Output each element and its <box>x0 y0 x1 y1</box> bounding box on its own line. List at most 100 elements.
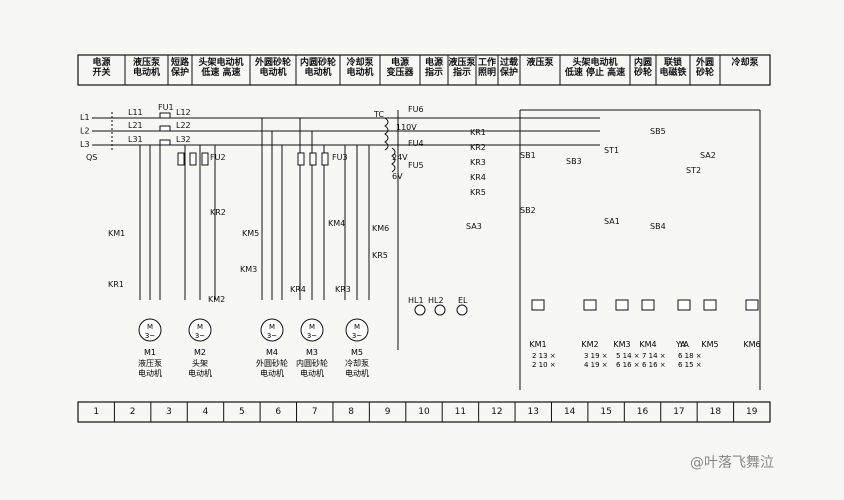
column-number: 19 <box>746 407 758 417</box>
device-label: SB1 <box>520 151 536 160</box>
watermark: @叶落飞舞泣 <box>690 455 774 471</box>
column-number: 14 <box>563 407 576 417</box>
device-label: SB2 <box>520 206 536 215</box>
motor-label: 电动机 <box>138 368 162 378</box>
column-number: 18 <box>709 407 722 417</box>
l22-label: L22 <box>176 121 191 130</box>
qs-label: QS <box>86 153 97 162</box>
motor-symbol-text: M <box>354 323 360 331</box>
device-label: FU6 <box>408 105 424 114</box>
header-cell: 液压泵 <box>526 58 554 68</box>
header-cell: 内圆 砂轮 <box>633 58 652 78</box>
device-label: KR3 <box>470 158 486 167</box>
column-number: 5 <box>239 407 245 417</box>
header-cell: 冷却泵 电动机 <box>346 58 374 78</box>
fu2-label: FU2 <box>210 153 226 162</box>
device-label: SB3 <box>566 157 582 166</box>
contact-reference: 4 19 × <box>584 361 608 369</box>
l21-label: L21 <box>128 121 143 130</box>
column-number: 4 <box>202 407 209 417</box>
header-cell: 头架电动机 低速 高速 <box>198 58 244 78</box>
column-number: 8 <box>348 407 354 417</box>
column-number: 7 <box>311 407 318 417</box>
device-label: KR3 <box>335 285 351 294</box>
device-label: KR2 <box>210 208 226 217</box>
motor-symbol <box>260 318 284 342</box>
device-label: KM4 <box>328 219 345 228</box>
header-cell: 冷却泵 <box>731 58 759 68</box>
motor-symbol <box>300 318 324 342</box>
contact-reference: 3 19 × <box>584 352 608 360</box>
motor-label: M5 <box>351 348 363 357</box>
device-label: YA <box>675 340 686 349</box>
motor-label: 电动机 <box>188 368 212 378</box>
header-cell: 过载 保护 <box>499 58 518 78</box>
motor-label: 液压泵 <box>138 358 162 368</box>
device-label: SA2 <box>700 151 716 160</box>
header-cell: 液压泵 指示 <box>448 58 476 78</box>
motor-symbol-text: 3~ <box>267 332 277 340</box>
fu1-label: FU1 <box>158 103 174 112</box>
coil-label: KM3 <box>613 340 630 349</box>
header-cell: 液压泵 电动机 <box>132 58 160 78</box>
column-number: 2 <box>129 407 136 417</box>
contact-reference: 6 15 × <box>678 361 702 369</box>
device-label: KR4 <box>290 285 306 294</box>
indicator-lamps <box>414 304 468 316</box>
column-number: 9 <box>384 407 391 417</box>
contact-reference: 6 16 × <box>616 361 640 369</box>
motor-symbol <box>138 318 162 342</box>
motor-label: M1 <box>144 348 156 357</box>
power-line-label: L2 <box>80 127 90 136</box>
device-label: KM3 <box>240 265 257 274</box>
header-cell: 工作 照明 <box>477 58 496 78</box>
column-number: 1 <box>93 407 100 417</box>
motor-symbol <box>345 318 369 342</box>
motor-label: M2 <box>194 348 206 357</box>
motor-label: 电动机 <box>345 368 369 378</box>
device-label: EL <box>458 296 468 305</box>
motor-symbol-text: M <box>147 323 153 331</box>
motor-label: 冷却泵 <box>345 358 369 368</box>
relay-coil <box>583 299 597 311</box>
header-cell: 内圆砂轮 电动机 <box>299 58 336 78</box>
device-label: KR5 <box>470 188 486 197</box>
header-cell: 头架电动机 低速 停止 高速 <box>564 58 626 78</box>
device-label: SB4 <box>650 222 666 231</box>
device-label: TC <box>373 110 384 119</box>
device-label: 110V <box>396 123 417 132</box>
column-number: 16 <box>636 407 649 417</box>
device-label: KM6 <box>372 224 389 233</box>
l31-label: L31 <box>128 135 143 144</box>
l12-label: L12 <box>176 108 191 117</box>
motor-label: 外圆砂轮 <box>256 358 288 368</box>
l11-label: L11 <box>128 108 143 117</box>
column-number: 11 <box>454 407 467 417</box>
contact-reference: 7 14 × <box>642 352 666 360</box>
device-label: FU4 <box>408 139 424 148</box>
motor-symbol-text: 3~ <box>145 332 155 340</box>
device-label: SA3 <box>466 222 482 231</box>
column-number: 3 <box>166 407 172 417</box>
device-label: KM2 <box>208 295 225 304</box>
header-cell: 电源 变压器 <box>386 58 414 78</box>
transformer-tc <box>384 117 396 173</box>
device-label: KM1 <box>108 229 125 238</box>
motor-symbol-text: 3~ <box>195 332 205 340</box>
relay-coil <box>615 299 629 311</box>
device-label: SB5 <box>650 127 666 136</box>
relay-coil <box>677 299 691 311</box>
column-number: 12 <box>491 407 503 417</box>
l32-label: L32 <box>176 135 191 144</box>
contact-reference: 2 13 × <box>532 352 556 360</box>
contact-reference: 2 10 × <box>532 361 556 369</box>
device-label: HL2 <box>428 296 444 305</box>
device-label: KR1 <box>108 280 124 289</box>
relay-coil <box>641 299 655 311</box>
motor-label: 头架 <box>192 358 208 368</box>
device-label: ST2 <box>686 166 701 175</box>
motor-symbol-text: 3~ <box>307 332 317 340</box>
